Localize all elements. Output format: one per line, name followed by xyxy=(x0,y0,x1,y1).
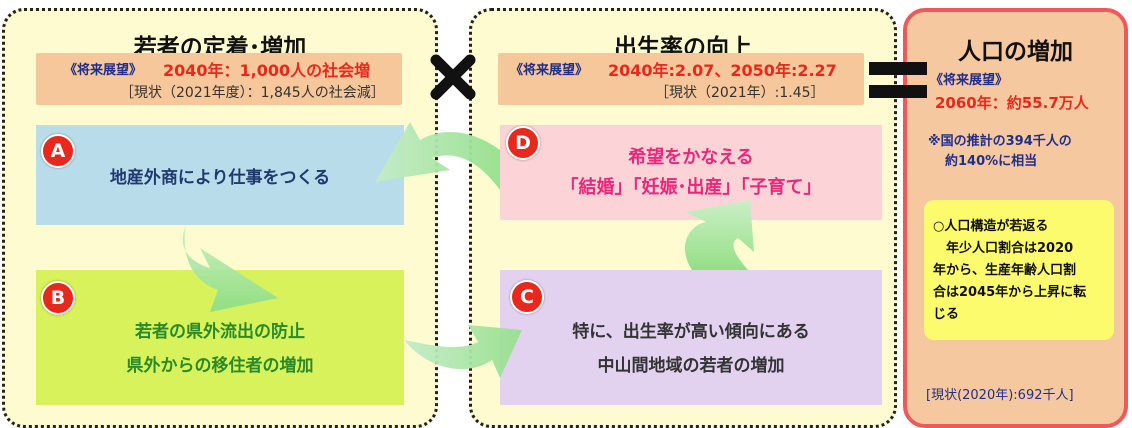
box-d-line2: 「結婚」｢妊娠･出産」「子育て」 xyxy=(560,176,822,198)
population-structure-box: ○人口構造が若返る 年少人口割合は2020 年から、生産年齢人口割 合は2045… xyxy=(924,200,1114,340)
times-icon xyxy=(430,54,476,100)
population-note-line1: ※国の推計の394千人の xyxy=(928,134,1072,149)
youth-current-status: ［現状（2021年度）：1,845人の社会減］ xyxy=(120,85,385,101)
birthrate-vision-value: 2040年:2.07、2050年:2.27 xyxy=(608,61,837,80)
box-d-hopes: 希望をかなえる 「結婚」｢妊娠･出産」「子育て」 xyxy=(500,125,882,220)
badge-b: B xyxy=(41,281,75,315)
badge-a: A xyxy=(41,134,75,168)
youth-vision-box xyxy=(36,53,402,105)
structure-line-3: 年から、生産年齢人口割 xyxy=(933,263,1077,278)
youth-vision-value: 2040年：1,000人の社会増 xyxy=(163,61,371,80)
birthrate-vision-box xyxy=(498,53,864,105)
box-b-line2: 県外からの移住者の増加 xyxy=(126,355,314,376)
box-b-line1: 若者の県外流出の防止 xyxy=(135,321,305,342)
badge-d: D xyxy=(506,126,540,160)
panel-population-title: 人口の増加 xyxy=(958,39,1073,65)
population-current-status: [現状(2020年):692千人] xyxy=(926,388,1074,403)
birthrate-current-status: ［現状（2021年）:1.45］ xyxy=(655,85,825,101)
arrow-a-to-b xyxy=(182,225,278,312)
youth-vision-label: 《将来展望》 xyxy=(64,63,143,78)
structure-line-4: 合は2045年から上昇に転 xyxy=(933,285,1087,300)
arrow-b-to-c xyxy=(404,325,522,378)
box-a-local-commerce: 地産外商により仕事をつくる xyxy=(36,125,404,225)
box-c-line2: 中山間地域の若者の増加 xyxy=(597,355,785,376)
box-a-text: 地産外商により仕事をつくる xyxy=(109,167,331,188)
arrow-c-to-d xyxy=(684,200,754,270)
equals-icon xyxy=(869,62,927,98)
structure-line-2: 年少人口割合は2020 xyxy=(933,241,1074,256)
structure-line-1: ○人口構造が若返る xyxy=(933,219,1049,234)
badge-c: C xyxy=(510,280,544,314)
box-c-rural-youth: 特に、出生率が高い傾向にある 中山間地域の若者の増加 xyxy=(500,270,882,405)
structure-line-5: じる xyxy=(933,307,960,322)
arrow-d-to-a xyxy=(375,122,500,190)
box-c-line1: 特に、出生率が高い傾向にある xyxy=(572,321,810,342)
population-vision-value: 2060年：約55.7万人 xyxy=(935,94,1089,112)
population-vision-label: 《将来展望》 xyxy=(930,73,1009,88)
population-note-line2: 約140%に相当 xyxy=(945,154,1038,169)
birthrate-vision-label: 《将来展望》 xyxy=(510,63,589,78)
box-d-line1: 希望をかなえる xyxy=(628,146,754,168)
